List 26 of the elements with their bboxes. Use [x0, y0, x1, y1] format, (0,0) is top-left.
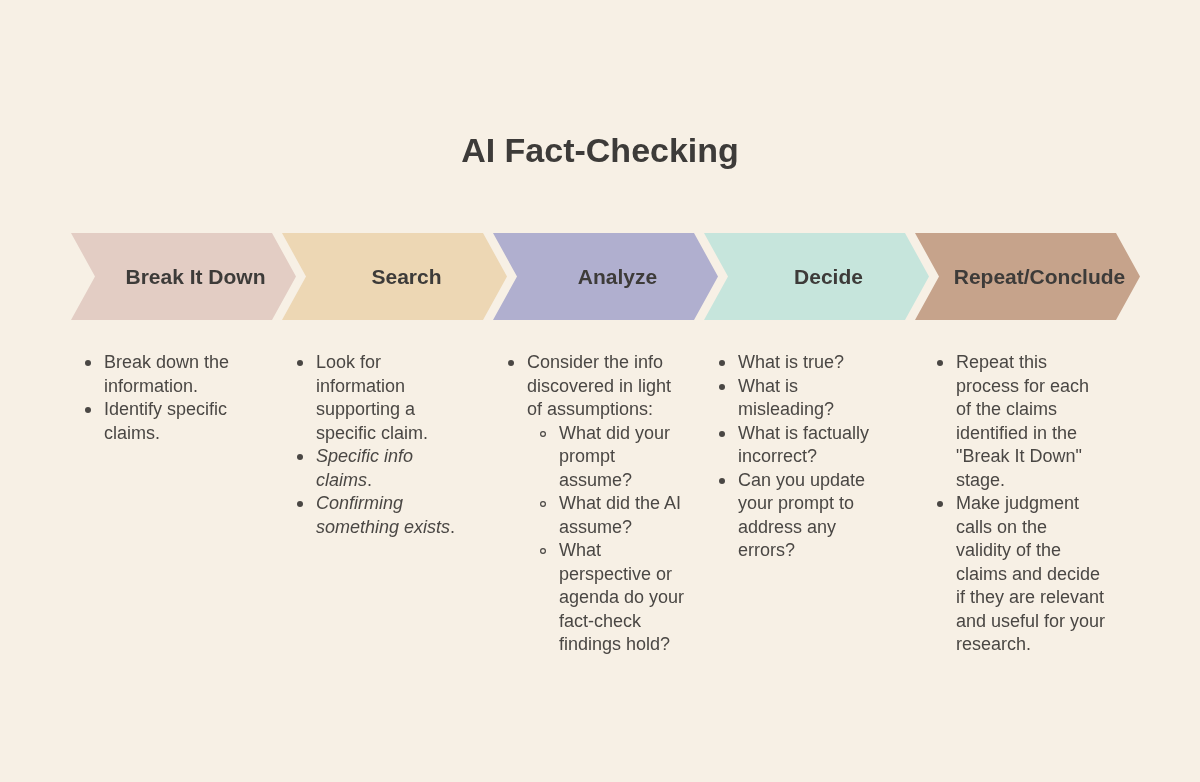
process-step [282, 233, 507, 320]
bullet-text: Specific info claims. [316, 445, 415, 492]
bullet-text: What is factually incorrect? [738, 421, 871, 468]
diagram-title: AI Fact-Checking [461, 130, 739, 170]
bullet-text: Consider the info discovered in light of assumptions: [527, 351, 673, 421]
sub-bullet-text: What did your prompt assume? [559, 421, 672, 492]
process-step [704, 233, 929, 320]
bullet-text: Look for information supporting a specific claim. [316, 351, 430, 445]
step-label: Analyze [577, 264, 658, 289]
step-label: Search [371, 264, 442, 289]
sub-bullet-text: What perspective or agenda do your fact-check findings hold? [559, 539, 685, 656]
bullet-text: Can you update your prompt to address any errors? [738, 468, 867, 562]
process-step [71, 233, 296, 320]
bullet-text: Identify specific claims. [104, 398, 229, 445]
bullet-text: Break down the information. [104, 351, 231, 398]
bullet-text: Confirming something exists. [316, 492, 457, 539]
sub-bullet-text: What did the AI assume? [559, 492, 683, 539]
process-step [915, 233, 1140, 320]
bullet-text: What is true? [738, 351, 845, 374]
bullet-text: Make judgment calls on the validity of the claims and decide if they are relevant and useful for your research. [956, 492, 1106, 656]
process-step [493, 233, 718, 320]
step-label: Repeat/Conclude [953, 264, 1126, 289]
step-label: Decide [794, 264, 863, 289]
bullet-text: What is misleading? [738, 374, 836, 421]
step-label: Break It Down [125, 264, 266, 289]
bullet-text: Repeat this process for each of the claims identified in the "Break It Down" stage. [956, 351, 1091, 492]
